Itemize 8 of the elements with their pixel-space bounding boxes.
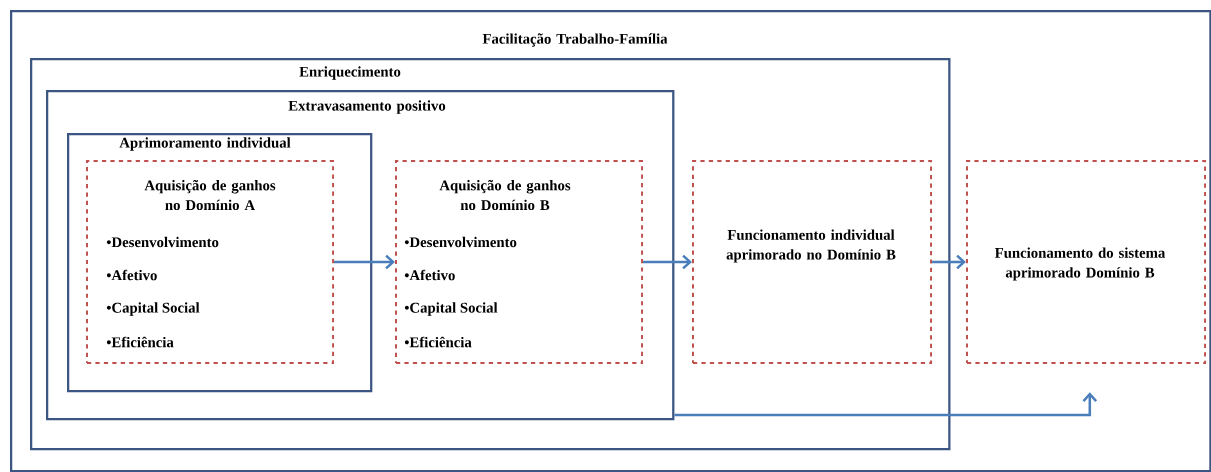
- arrow: [674, 392, 1098, 417]
- dashed-box: Funcionamento individual aprimorado no Domínio B: [692, 160, 933, 364]
- arrow: [643, 254, 692, 270]
- arrow: [932, 254, 966, 270]
- dashed-box: Funcionamento do sistema aprimorado Domínio B: [966, 160, 1207, 364]
- dashed-box: Aquisição de ganhos no Domínio A •Desenvolvimento •Afetivo •Capital Social •Eficiência: [86, 160, 335, 364]
- dashed-box: Aquisição de ganhos no Domínio B •Desenvolvimento •Afetivo •Capital Social •Eficiência: [395, 160, 644, 364]
- arrow: [334, 254, 395, 270]
